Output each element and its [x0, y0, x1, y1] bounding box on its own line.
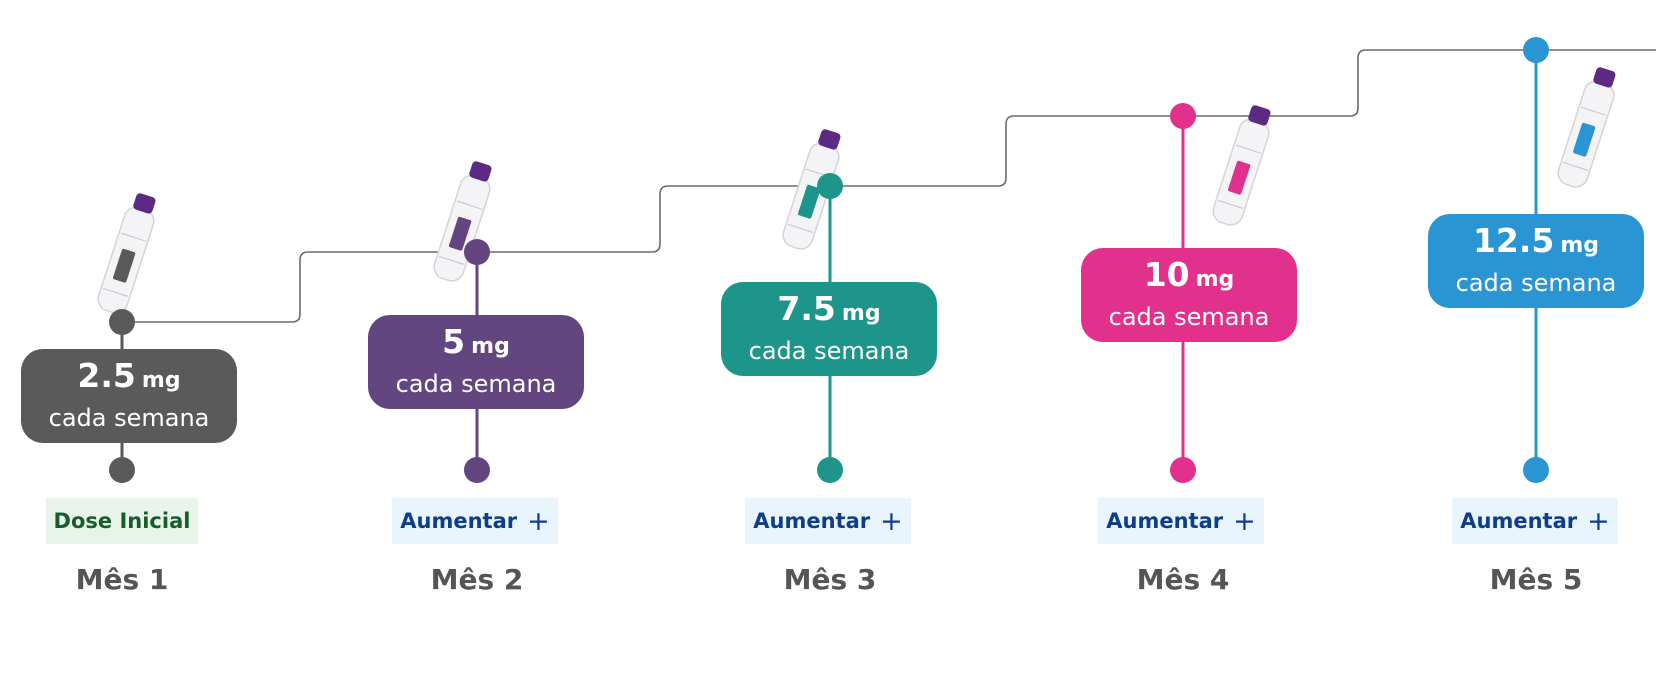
plus-icon: + — [1587, 505, 1610, 537]
dose-frequency: cada semana — [1455, 269, 1617, 297]
month-label: Mês 3 — [783, 563, 877, 596]
dose-value: 5 — [442, 322, 466, 361]
dose-frequency: cada semana — [48, 404, 210, 432]
dose-unit: mg — [1195, 267, 1235, 292]
dose-unit: mg — [471, 334, 510, 359]
plus-icon: + — [527, 505, 550, 537]
dose-frequency: cada semana — [395, 370, 557, 398]
injection-pen-icon — [1508, 54, 1656, 214]
month-label: Mês 4 — [1136, 563, 1230, 596]
increase-tag: Aumentar + — [1452, 498, 1618, 544]
dose-frequency: cada semana — [748, 337, 910, 365]
month-label: Mês 2 — [430, 563, 524, 596]
dose-unit: mg — [1560, 233, 1600, 258]
tag-label: Aumentar — [1106, 509, 1224, 533]
injection-pen-icon — [48, 180, 198, 340]
plus-icon: + — [880, 505, 903, 537]
injection-pen-icon — [384, 148, 534, 308]
dose-unit: mg — [841, 301, 881, 326]
dose-unit: mg — [141, 368, 181, 393]
plus-icon: + — [1233, 505, 1256, 537]
injection-pen-icon — [733, 116, 883, 276]
tag-label: Aumentar — [1460, 509, 1578, 533]
start-dose-tag: Dose Inicial — [46, 498, 198, 544]
dose-value: 10 — [1143, 255, 1190, 294]
month-label: Mês 5 — [1489, 563, 1583, 596]
injection-pen-icon — [1163, 92, 1313, 252]
dose-value: 2.5 — [77, 356, 136, 395]
increase-tag: Aumentar + — [392, 498, 558, 544]
increase-tag: Aumentar + — [745, 498, 911, 544]
dose-value: 7.5 — [777, 289, 836, 328]
increase-tag: Aumentar + — [1098, 498, 1264, 544]
dose-frequency: cada semana — [1108, 303, 1270, 331]
tag-label: Dose Inicial — [53, 509, 191, 533]
month-label: Mês 1 — [75, 563, 169, 596]
tag-label: Aumentar — [400, 509, 518, 533]
dose-value: 12.5 — [1472, 221, 1555, 260]
tag-label: Aumentar — [753, 509, 871, 533]
